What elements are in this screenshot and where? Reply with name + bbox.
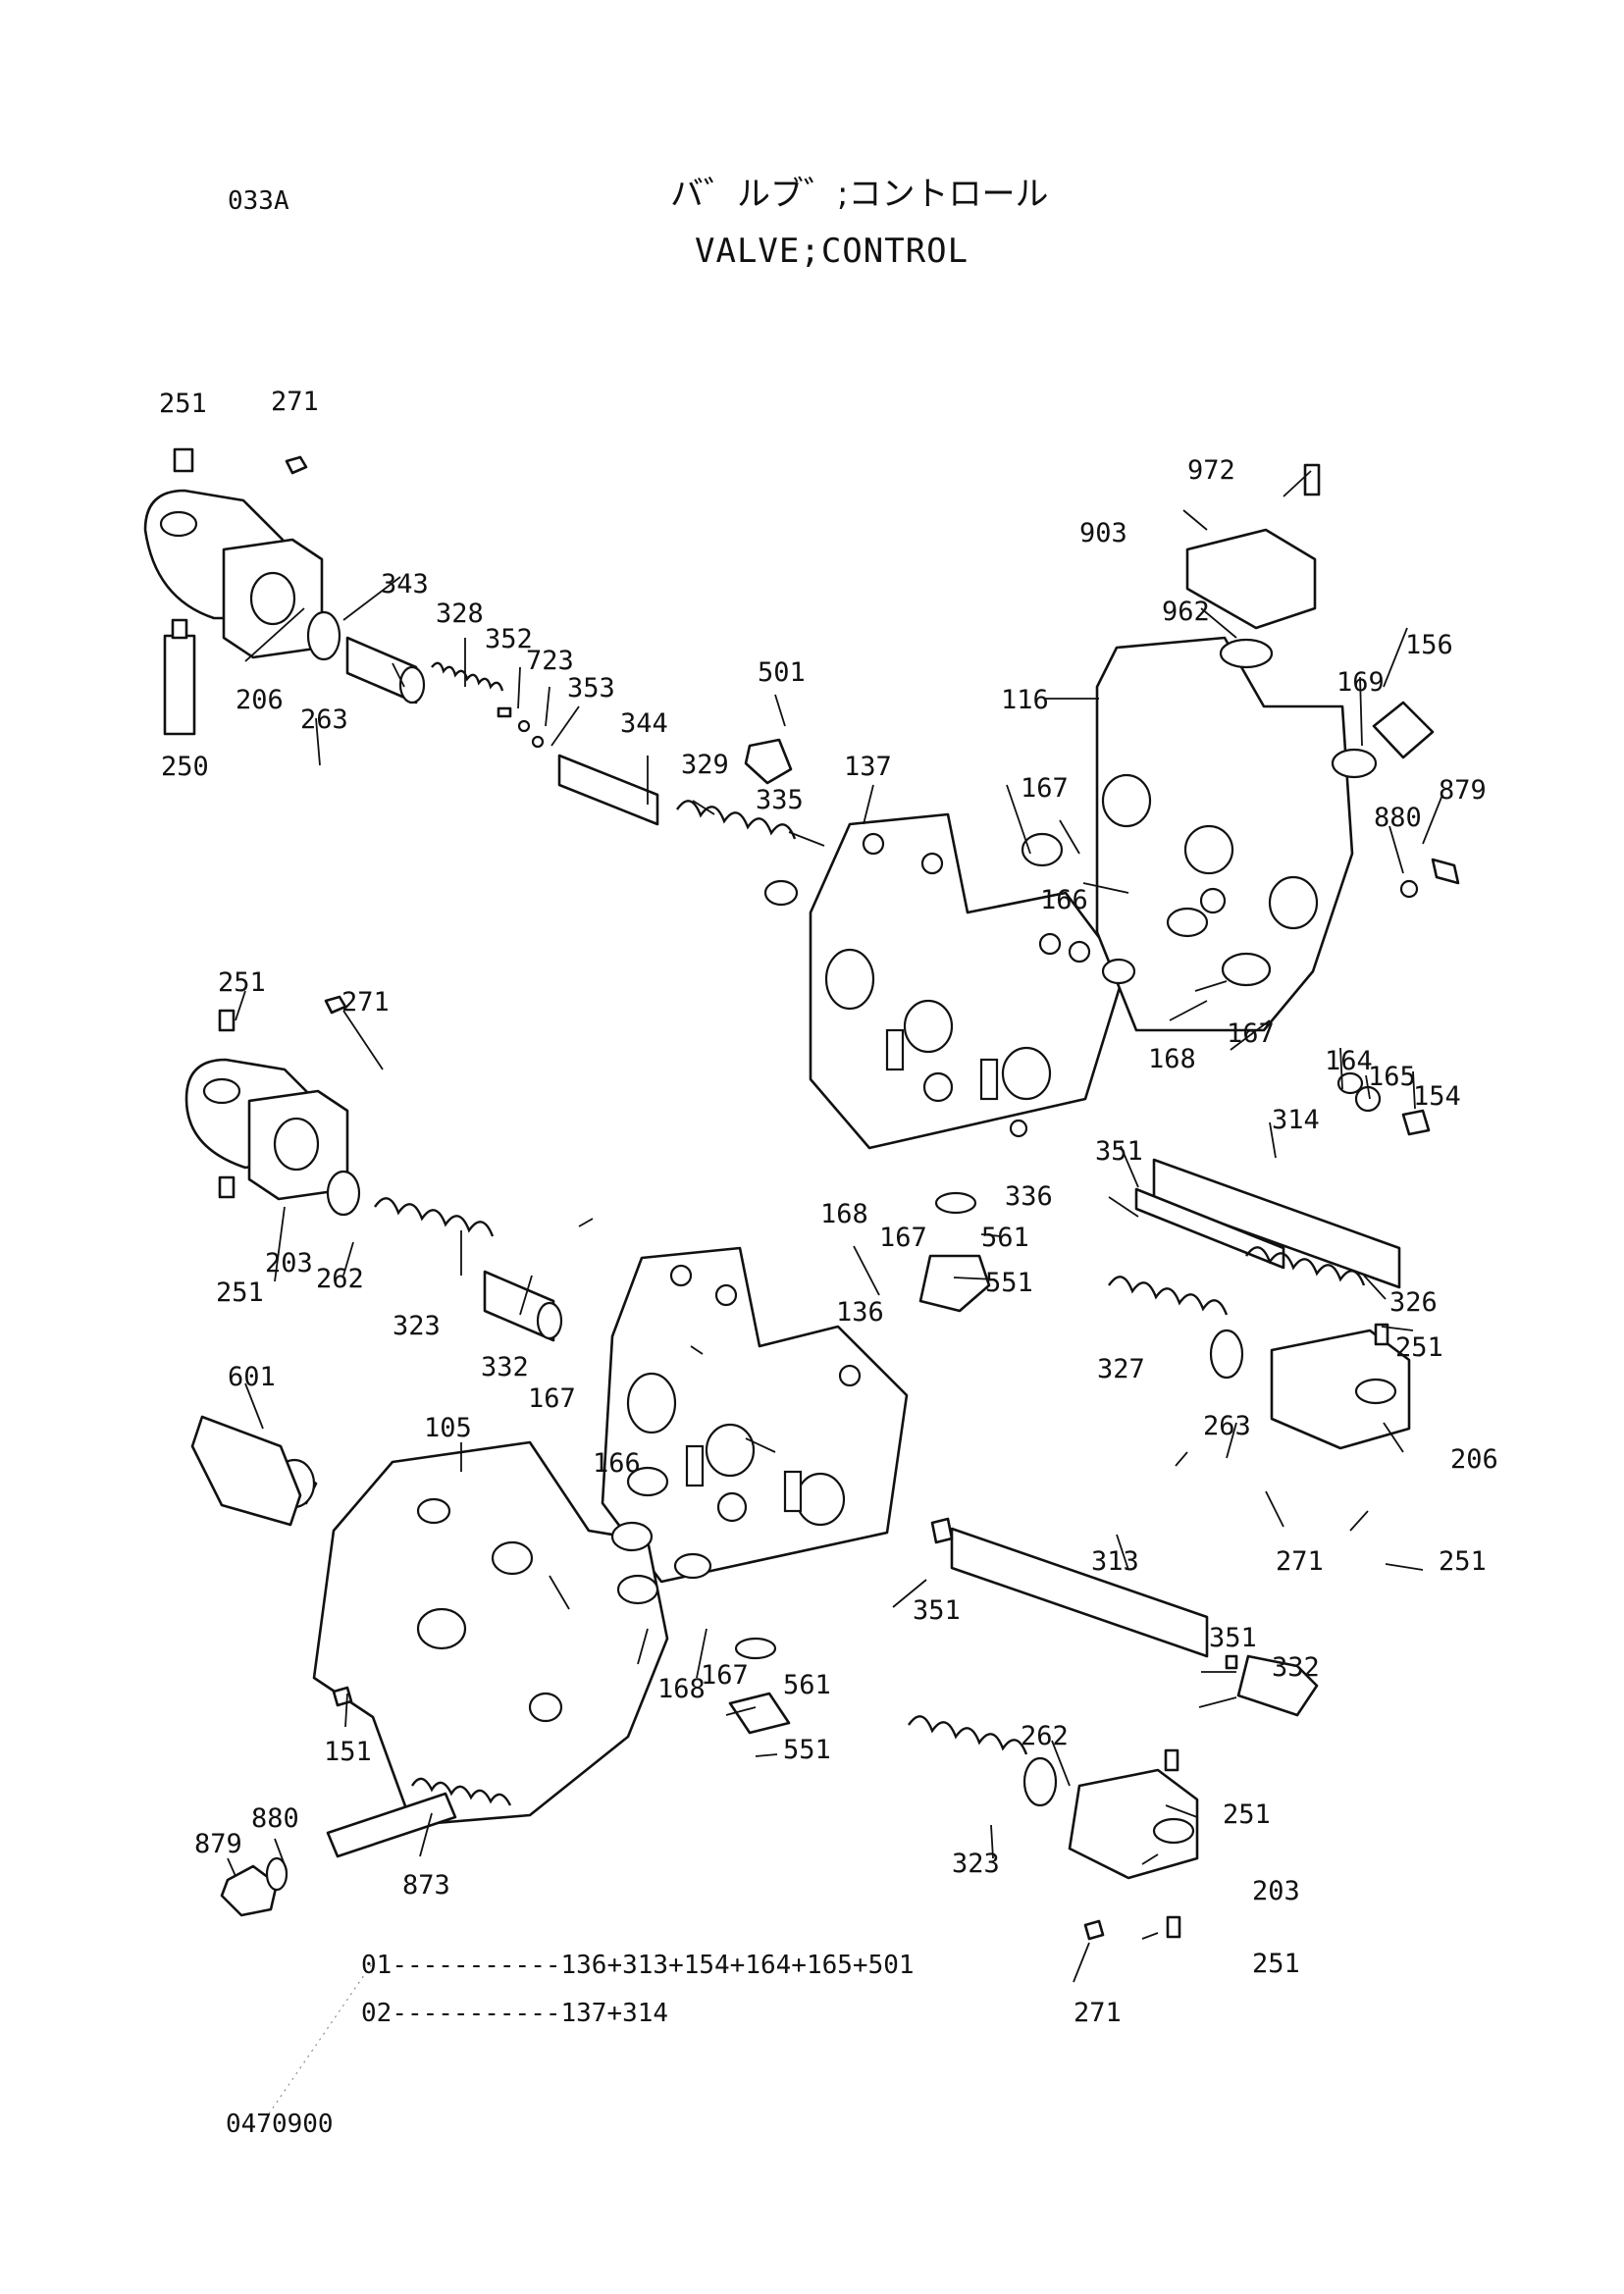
part-label-329: 329 — [681, 750, 729, 780]
part-label-271: 271 — [271, 387, 319, 417]
part-label-167-e: 167 — [701, 1660, 749, 1691]
part-label-116: 116 — [1001, 685, 1049, 715]
doc-code: 033A — [228, 186, 289, 216]
part-label-156: 156 — [1405, 630, 1453, 660]
part-label-313: 313 — [1091, 1546, 1139, 1577]
part-label-336: 336 — [1005, 1181, 1053, 1212]
part-label-154: 154 — [1413, 1081, 1461, 1112]
part-label-164: 164 — [1325, 1046, 1373, 1076]
part-label-271-b: 271 — [1276, 1546, 1324, 1577]
part-label-880: 880 — [1374, 803, 1422, 833]
part-label-723: 723 — [526, 646, 574, 676]
kit-parts: 136+313+154+164+165+501 — [560, 1951, 915, 1980]
part-label-251-g: 251 — [1252, 1949, 1300, 1979]
part-label-351-b: 351 — [913, 1595, 961, 1626]
part-label-167-a: 167 — [1021, 773, 1069, 804]
kit-row: 02-----------137+314 — [361, 1999, 668, 2028]
part-label-335: 335 — [756, 785, 804, 815]
part-label-206: 206 — [236, 685, 284, 715]
title-japanese: バ゛ルブ゛;コントロール — [670, 175, 1049, 214]
kit-number: 01 — [361, 1951, 393, 1980]
part-label-314: 314 — [1272, 1105, 1320, 1135]
part-label-880-b: 880 — [251, 1803, 299, 1834]
part-label-972: 972 — [1187, 455, 1235, 486]
leader-lines — [227, 470, 1443, 1983]
title-english: VALVE;CONTROL — [695, 232, 969, 271]
part-label-151: 151 — [324, 1737, 372, 1767]
part-label-323-b: 323 — [952, 1849, 1000, 1879]
kit-row: 01-----------136+313+154+164+165+501 — [361, 1951, 915, 1980]
part-label-167-c: 167 — [528, 1383, 576, 1414]
part-label-263: 263 — [300, 704, 348, 735]
part-label-250: 250 — [161, 752, 209, 782]
part-label-167-d: 167 — [879, 1223, 927, 1253]
drawing-number: 0470900 — [226, 2110, 334, 2139]
part-label-328: 328 — [436, 599, 484, 629]
part-label-271-c: 271 — [341, 987, 390, 1017]
part-label-251-d: 251 — [218, 967, 266, 998]
kit-dots: ----------- — [392, 1999, 561, 2028]
part-label-251: 251 — [159, 389, 207, 419]
part-label-352: 352 — [485, 624, 533, 654]
part-label-332-a: 332 — [481, 1352, 529, 1382]
part-label-351-a: 351 — [1095, 1136, 1143, 1167]
part-label-561-a: 561 — [981, 1223, 1029, 1253]
part-label-271-d: 271 — [1074, 1998, 1122, 2028]
part-label-168-a: 168 — [1148, 1044, 1196, 1074]
part-label-561-b: 561 — [783, 1670, 831, 1700]
part-label-323-a: 323 — [393, 1311, 441, 1341]
part-label-251-b: 251 — [1395, 1332, 1443, 1363]
part-label-873: 873 — [402, 1870, 450, 1901]
part-label-167-b: 167 — [1227, 1018, 1275, 1049]
part-label-326: 326 — [1389, 1287, 1438, 1318]
part-label-166-a: 166 — [1040, 885, 1088, 915]
part-drawings — [143, 447, 1460, 2120]
kit-parts: 137+314 — [560, 1999, 669, 2028]
part-label-351-c: 351 — [1209, 1623, 1257, 1653]
part-label-551-b: 551 — [783, 1735, 831, 1765]
part-label-136: 136 — [836, 1297, 884, 1328]
part-label-168-b: 168 — [820, 1199, 868, 1229]
part-label-601: 601 — [228, 1362, 276, 1392]
part-label-343: 343 — [381, 569, 429, 600]
part-label-262-a: 262 — [316, 1264, 364, 1294]
part-label-344: 344 — [620, 708, 668, 739]
part-label-251-f: 251 — [1223, 1799, 1271, 1830]
part-label-501: 501 — [758, 657, 806, 688]
part-label-165: 165 — [1368, 1062, 1416, 1092]
kit-dots: ----------- — [392, 1951, 561, 1980]
part-label-168-c: 168 — [657, 1674, 706, 1704]
part-label-332-b: 332 — [1272, 1652, 1320, 1683]
part-label-251-e: 251 — [1439, 1546, 1487, 1577]
kit-number: 02 — [361, 1999, 393, 2028]
part-label-203-a: 203 — [265, 1248, 313, 1278]
part-label-879: 879 — [1439, 775, 1487, 806]
part-label-169: 169 — [1336, 667, 1385, 698]
part-label-962: 962 — [1162, 597, 1210, 627]
part-label-903: 903 — [1079, 518, 1127, 548]
part-label-263-b: 263 — [1203, 1411, 1251, 1441]
part-label-251-c: 251 — [216, 1277, 264, 1308]
part-label-353: 353 — [567, 673, 615, 704]
part-label-879-b: 879 — [194, 1829, 242, 1859]
part-label-206-b: 206 — [1450, 1444, 1498, 1475]
part-label-166-b: 166 — [593, 1448, 641, 1479]
part-label-105: 105 — [424, 1413, 472, 1443]
part-labels: 251 271 250 206 263 343 328 352 723 353 … — [159, 387, 1498, 2028]
part-label-137: 137 — [844, 752, 892, 782]
part-label-551-a: 551 — [985, 1268, 1033, 1298]
part-label-203-b: 203 — [1252, 1876, 1300, 1906]
part-label-262-b: 262 — [1021, 1721, 1069, 1751]
part-label-327: 327 — [1097, 1354, 1145, 1384]
